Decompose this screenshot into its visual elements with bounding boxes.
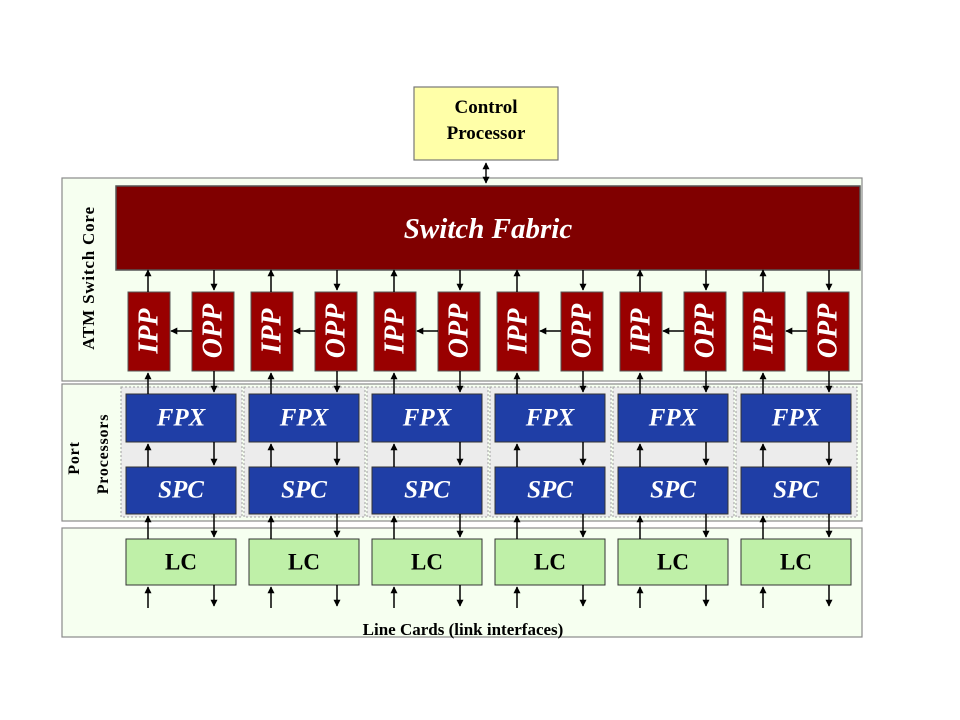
ipp-label-6: IPP xyxy=(749,308,780,355)
ipp-box-6 xyxy=(742,291,786,372)
lc-label-5: LC xyxy=(657,550,689,575)
lc-box-4 xyxy=(494,538,606,586)
lc-box-6 xyxy=(740,538,852,586)
spc-label-2: SPC xyxy=(281,477,327,504)
opp-box-2 xyxy=(314,291,358,372)
opp-box-6 xyxy=(806,291,850,372)
ipp-box-2 xyxy=(250,291,294,372)
ipp-label-1: IPP xyxy=(134,308,165,355)
lc-label-6: LC xyxy=(780,550,812,575)
opp-label-1: OPP xyxy=(198,303,229,358)
fpx-box-5 xyxy=(617,393,729,443)
ipp-box-3 xyxy=(373,291,417,372)
atm-switch-core-label: ATM Switch Core xyxy=(79,206,98,350)
spc-label-3: SPC xyxy=(404,477,450,504)
spc-label-5: SPC xyxy=(650,477,696,504)
lc-label-2: LC xyxy=(288,550,320,575)
switch-fabric-box xyxy=(115,185,861,271)
spc-box-5 xyxy=(617,466,729,515)
fpx-box-4 xyxy=(494,393,606,443)
control-processor-label-2: Processor xyxy=(447,123,526,144)
fpx-label-5: FPX xyxy=(648,405,699,432)
spc-label-1: SPC xyxy=(158,477,204,504)
ipp-label-5: IPP xyxy=(626,308,657,355)
ports-layer: IPP OPP FPX SPC LC IPP OPP FPX SPC LC IPP OPP FPX SPC… xyxy=(125,269,852,608)
ipp-label-4: IPP xyxy=(503,308,534,355)
switch-fabric-label: Switch Fabric xyxy=(404,213,573,245)
lc-box-3 xyxy=(371,538,483,586)
opp-label-5: OPP xyxy=(690,303,721,358)
fpx-box-2 xyxy=(248,393,360,443)
opp-box-4 xyxy=(560,291,604,372)
opp-box-1 xyxy=(191,291,235,372)
fpx-label-1: FPX xyxy=(156,405,207,432)
fpx-box-1 xyxy=(125,393,237,443)
fpx-label-3: FPX xyxy=(402,405,453,432)
opp-label-6: OPP xyxy=(813,303,844,358)
fpx-label-2: FPX xyxy=(279,405,330,432)
fpx-box-3 xyxy=(371,393,483,443)
line-cards-caption: Line Cards (link interfaces) xyxy=(363,620,564,639)
opp-label-3: OPP xyxy=(444,303,475,358)
ipp-box-4 xyxy=(496,291,540,372)
opp-label-4: OPP xyxy=(567,303,598,358)
lc-box-1 xyxy=(125,538,237,586)
port-processors-label-2: Processors xyxy=(95,414,112,495)
ipp-box-1 xyxy=(127,291,171,372)
ipp-box-5 xyxy=(619,291,663,372)
lc-box-5 xyxy=(617,538,729,586)
lc-label-4: LC xyxy=(534,550,566,575)
lc-label-1: LC xyxy=(165,550,197,575)
spc-box-1 xyxy=(125,466,237,515)
control-processor-box xyxy=(413,86,559,161)
fpx-box-6 xyxy=(740,393,852,443)
ipp-label-2: IPP xyxy=(257,308,288,355)
port-processors-label-1: Port xyxy=(66,441,83,474)
ipp-label-3: IPP xyxy=(380,308,411,355)
fpx-label-4: FPX xyxy=(525,405,576,432)
lc-box-2 xyxy=(248,538,360,586)
spc-box-3 xyxy=(371,466,483,515)
control-processor-label-1: Control xyxy=(455,97,518,118)
spc-label-6: SPC xyxy=(773,477,819,504)
lc-label-3: LC xyxy=(411,550,443,575)
spc-box-4 xyxy=(494,466,606,515)
spc-box-2 xyxy=(248,466,360,515)
spc-box-6 xyxy=(740,466,852,515)
spc-label-4: SPC xyxy=(527,477,573,504)
opp-label-2: OPP xyxy=(321,303,352,358)
fpx-label-6: FPX xyxy=(771,405,822,432)
